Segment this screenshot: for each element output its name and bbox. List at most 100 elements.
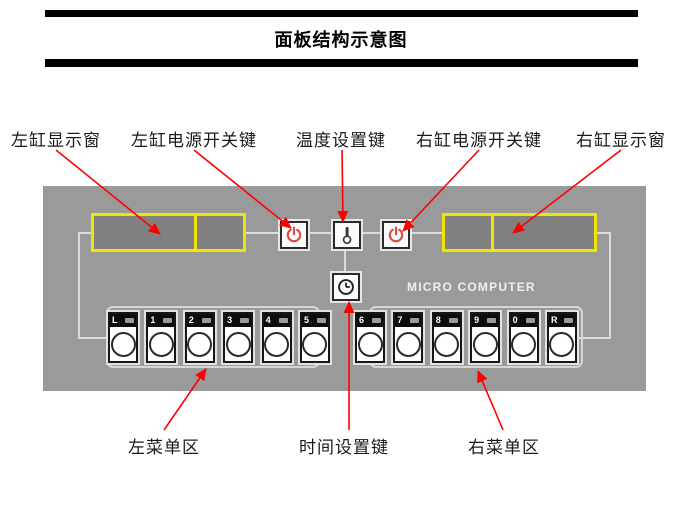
temperature-set-button[interactable] [333, 221, 361, 249]
button-led-indicator [525, 318, 535, 323]
label-time-key: 时间设置键 [299, 438, 389, 457]
right-power-button[interactable] [382, 221, 410, 249]
connector-line [579, 337, 610, 339]
button-led-indicator [487, 318, 497, 323]
button-label: 8 [435, 315, 441, 325]
button-label-band: 6 [357, 314, 383, 327]
menu-button[interactable]: 3 [223, 312, 254, 363]
button-label-band: 9 [472, 314, 499, 327]
button-led-indicator [448, 318, 458, 323]
label-right-power-key: 右缸电源开关键 [416, 131, 542, 150]
time-set-button[interactable] [332, 273, 360, 301]
label-right-display: 右缸显示窗 [576, 131, 666, 150]
page-title: 面板结构示意图 [274, 30, 408, 50]
button-circle [434, 331, 460, 357]
connector-line [410, 232, 442, 234]
menu-button-group-right: 6 7 8 [355, 312, 577, 363]
button-face [110, 327, 136, 361]
button-label: L [112, 315, 118, 325]
left-power-button[interactable] [280, 221, 308, 249]
button-face [510, 327, 537, 361]
button-label: 9 [474, 315, 480, 325]
button-led-indicator [201, 318, 211, 323]
button-label: 5 [303, 315, 309, 325]
button-led-indicator [410, 318, 420, 323]
menu-button[interactable]: 8 [431, 312, 462, 363]
connector-line [361, 232, 382, 234]
menu-button[interactable]: 9 [470, 312, 501, 363]
menu-button[interactable]: R [546, 312, 577, 363]
connector-line [78, 232, 80, 339]
menu-button[interactable]: 6 [355, 312, 385, 363]
button-circle [511, 331, 537, 357]
button-circle [472, 331, 498, 357]
button-circle [549, 331, 575, 357]
title-rule-bottom [45, 59, 638, 67]
button-led-indicator [316, 318, 326, 323]
button-label-band: 3 [225, 314, 252, 327]
button-face [148, 327, 175, 361]
menu-button[interactable]: 1 [146, 312, 177, 363]
title-rule-top [45, 10, 638, 17]
button-circle [264, 331, 290, 357]
menu-button[interactable]: 4 [261, 312, 292, 363]
label-left-display: 左缸显示窗 [11, 131, 101, 150]
button-label: 2 [188, 315, 194, 325]
menu-button[interactable]: L [108, 312, 138, 363]
button-face [433, 327, 460, 361]
left-display-sub-segment [194, 216, 243, 249]
button-led-indicator [125, 318, 134, 323]
right-display-main-segment [491, 216, 594, 249]
button-label: 3 [227, 315, 233, 325]
button-circle [302, 331, 328, 357]
button-label-band: 0 [510, 314, 537, 327]
button-face [301, 327, 328, 361]
button-face [548, 327, 575, 361]
button-label-band: L [110, 314, 136, 327]
button-circle [357, 331, 383, 357]
label-right-menu-area: 右菜单区 [468, 438, 540, 457]
right-display-window [442, 213, 597, 252]
control-panel: MICRO COMPUTER L 1 [43, 186, 646, 391]
button-face [263, 327, 290, 361]
button-label-band: 2 [186, 314, 213, 327]
button-circle [225, 331, 251, 357]
button-face [225, 327, 252, 361]
button-led-indicator [563, 318, 573, 323]
button-label: 0 [512, 315, 518, 325]
button-label: 7 [397, 315, 403, 325]
power-icon [388, 226, 404, 243]
left-display-main-segment [94, 216, 194, 249]
menu-button[interactable]: 5 [299, 312, 330, 363]
button-label-band: 8 [433, 314, 460, 327]
button-circle [110, 331, 136, 357]
menu-button-group-left: L 1 2 [108, 312, 330, 363]
button-label-band: 7 [395, 314, 422, 327]
button-label: 1 [150, 315, 156, 325]
label-left-power-key: 左缸电源开关键 [131, 131, 257, 150]
power-icon [286, 226, 302, 243]
right-display-sub-segment [445, 216, 491, 249]
connector-line [78, 337, 108, 339]
connector-line [344, 247, 346, 273]
button-face [472, 327, 499, 361]
button-face [395, 327, 422, 361]
menu-button[interactable]: 2 [184, 312, 215, 363]
connector-line [246, 232, 280, 234]
button-label: 6 [359, 315, 365, 325]
button-label: R [550, 315, 558, 325]
connector-line [609, 232, 611, 339]
button-circle [148, 331, 174, 357]
left-display-window [91, 213, 246, 252]
button-face [186, 327, 213, 361]
label-temperature-key: 温度设置键 [296, 131, 386, 150]
button-led-indicator [278, 318, 288, 323]
button-face [357, 327, 383, 361]
thermometer-icon [342, 226, 352, 245]
button-label-band: 1 [148, 314, 175, 327]
menu-button[interactable]: 0 [508, 312, 539, 363]
menu-button[interactable]: 7 [393, 312, 424, 363]
brand-text: MICRO COMPUTER [407, 280, 536, 294]
button-circle [187, 331, 213, 357]
